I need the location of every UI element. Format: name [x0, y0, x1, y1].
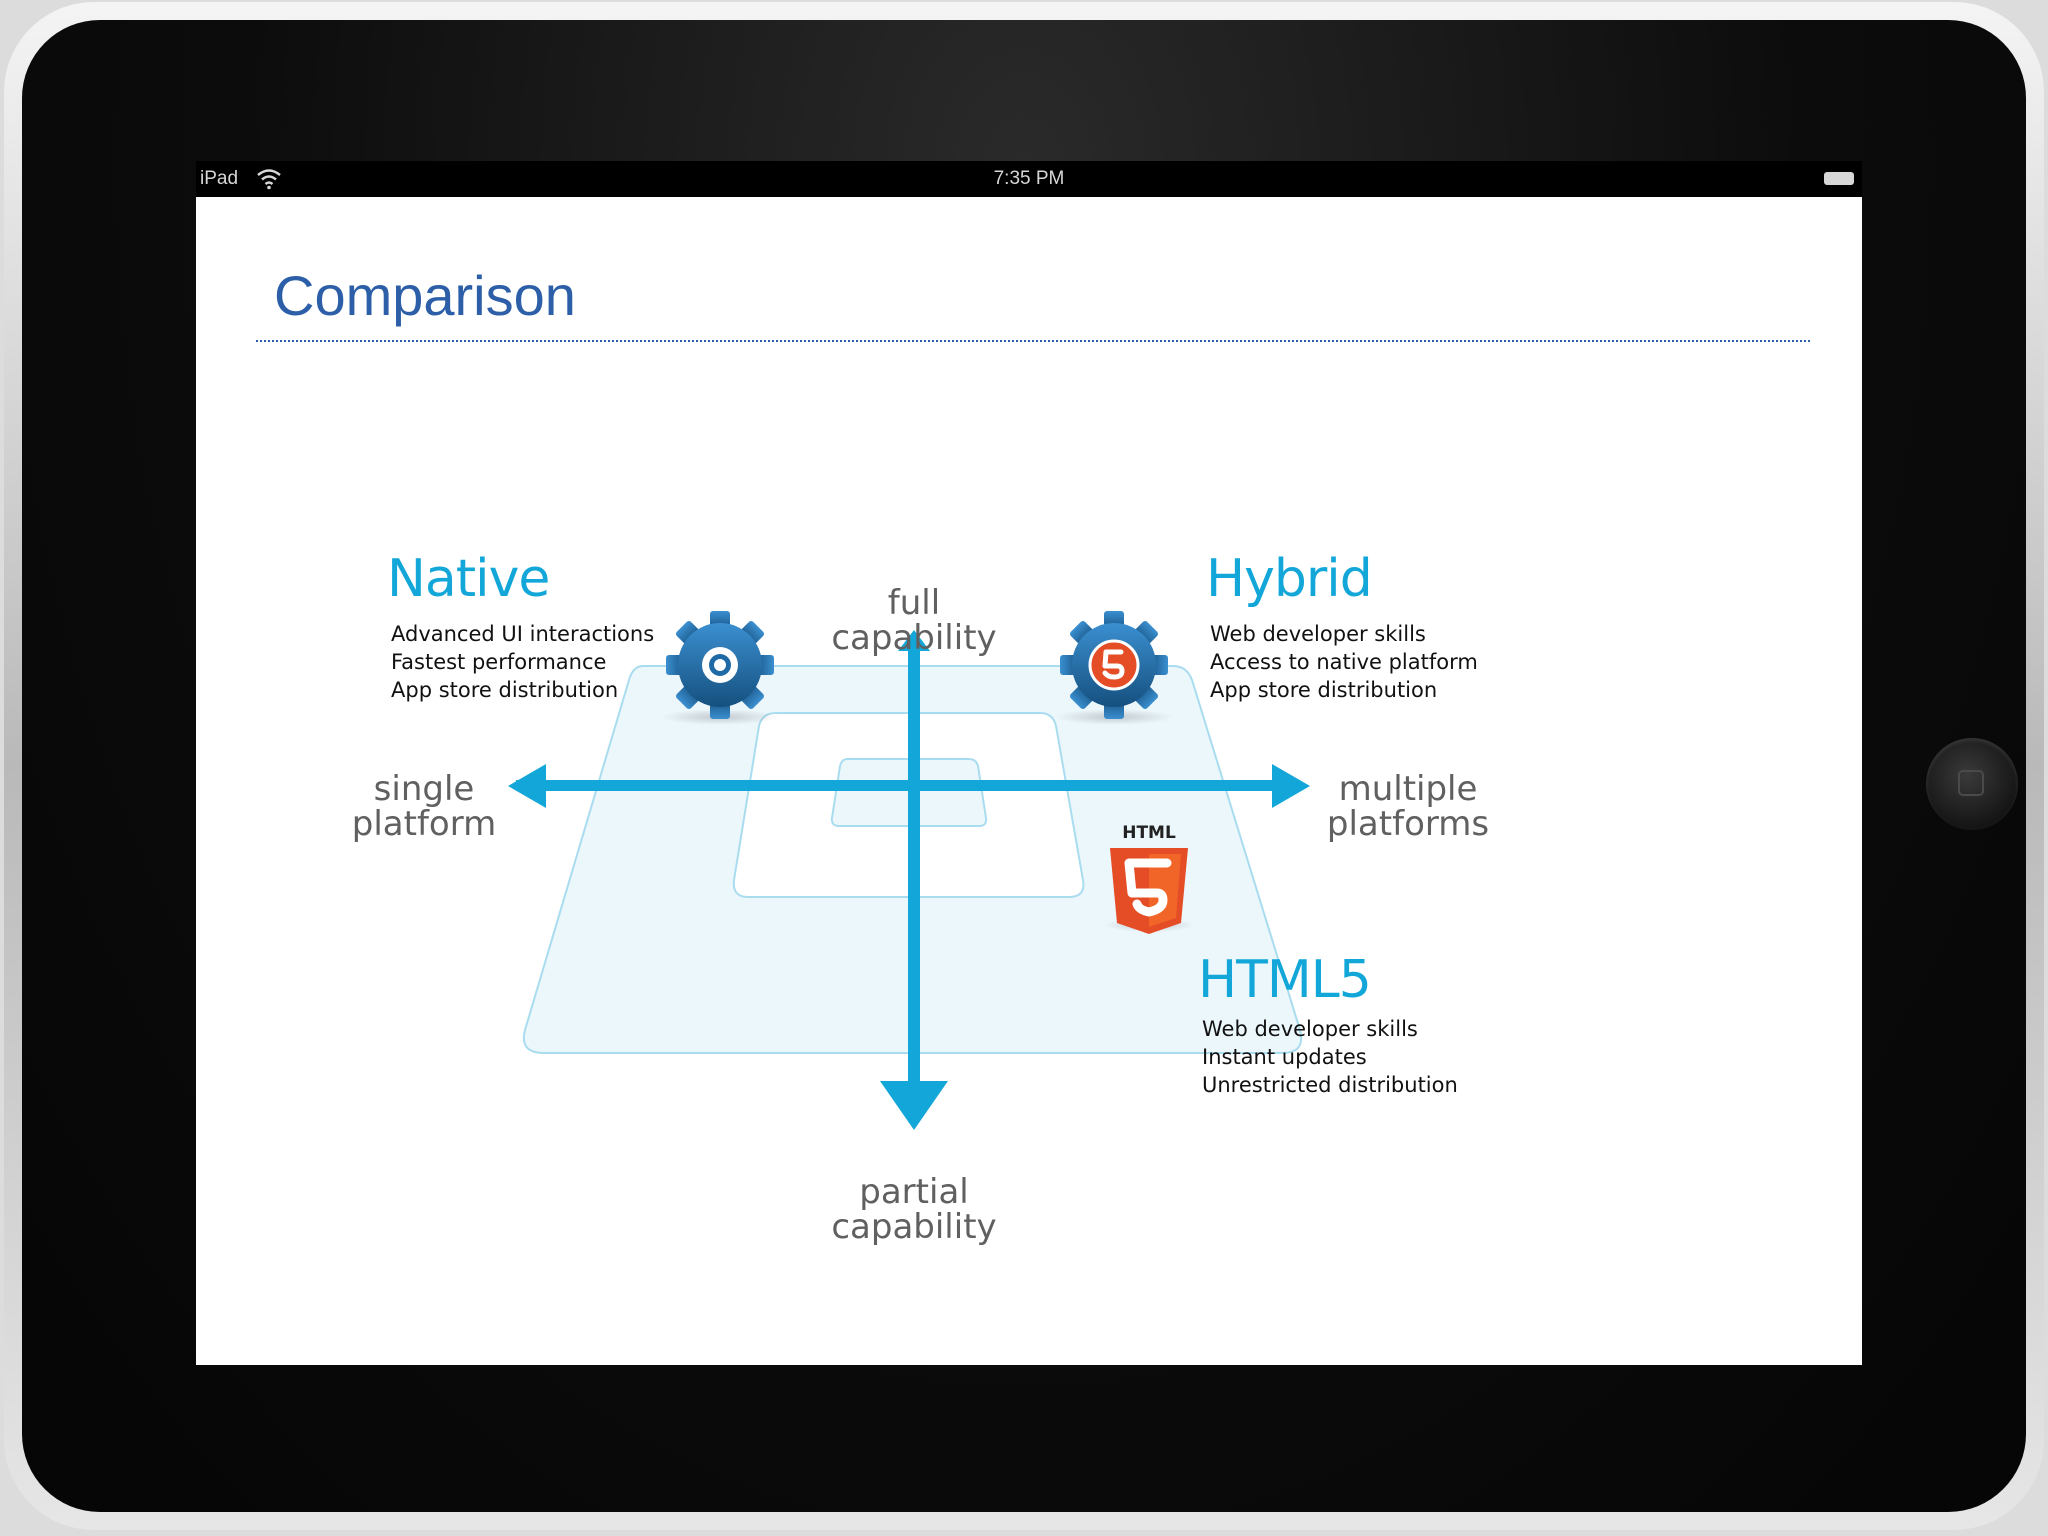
carrier-label: iPad — [200, 168, 239, 189]
list-item: Unrestricted distribution — [1202, 1073, 1458, 1097]
home-button[interactable] — [1926, 738, 2018, 830]
title-divider — [256, 340, 1810, 342]
status-time: 7:35 PM — [993, 168, 1065, 189]
html5-shield-icon: HTML — [1110, 823, 1188, 934]
html5-title: HTML5 — [1198, 950, 1372, 1010]
list-item: App store distribution — [1210, 678, 1438, 702]
list-item: Web developer skills — [1210, 622, 1426, 646]
axis-label-single-platform: single platform — [351, 769, 497, 844]
slide-title: Comparison — [274, 264, 576, 327]
screen: iPad 7:35 PM Comparison — [196, 161, 1862, 1365]
axis-vertical-line — [908, 643, 920, 1083]
native-title: Native — [387, 549, 550, 609]
axis-label-full-capability: full capability — [831, 583, 997, 658]
comparison-diagram: HTML Native Advanced UI interactions Fas… — [196, 197, 1862, 1365]
hybrid-title: Hybrid — [1206, 549, 1373, 609]
list-item: Fastest performance — [391, 650, 607, 674]
list-item: Web developer skills — [1202, 1017, 1418, 1041]
axis-label-multiple-platforms: multiple platforms — [1326, 769, 1490, 844]
hybrid-feature-list: Web developer skills Access to native pl… — [1210, 620, 1478, 704]
native-feature-list: Advanced UI interactions Fastest perform… — [391, 620, 654, 704]
gear-html5-icon — [1060, 611, 1168, 719]
axis-bottom-arrowhead — [880, 1081, 948, 1130]
axis-right-arrowhead — [1272, 764, 1310, 808]
wifi-icon — [257, 169, 281, 190]
list-item: Advanced UI interactions — [391, 622, 655, 646]
battery-full-icon — [1824, 172, 1854, 185]
home-button-icon — [1958, 770, 1984, 796]
gear-icon — [666, 611, 774, 719]
list-item: Instant updates — [1202, 1045, 1367, 1069]
axis-left-arrowhead — [508, 764, 546, 808]
html5-feature-list: Web developer skills Instant updates Unr… — [1202, 1015, 1458, 1099]
axis-horizontal-line — [516, 780, 1276, 791]
status-bar: iPad 7:35 PM — [196, 161, 1862, 197]
axis-label-partial-capability: partial capability — [831, 1172, 997, 1247]
html5-icon-label: HTML — [1122, 823, 1176, 843]
list-item: App store distribution — [391, 678, 619, 702]
diagram-graphics: HTML — [508, 611, 1310, 1130]
list-item: Access to native platform — [1210, 650, 1478, 674]
axis-top-arrowhead — [898, 630, 930, 651]
